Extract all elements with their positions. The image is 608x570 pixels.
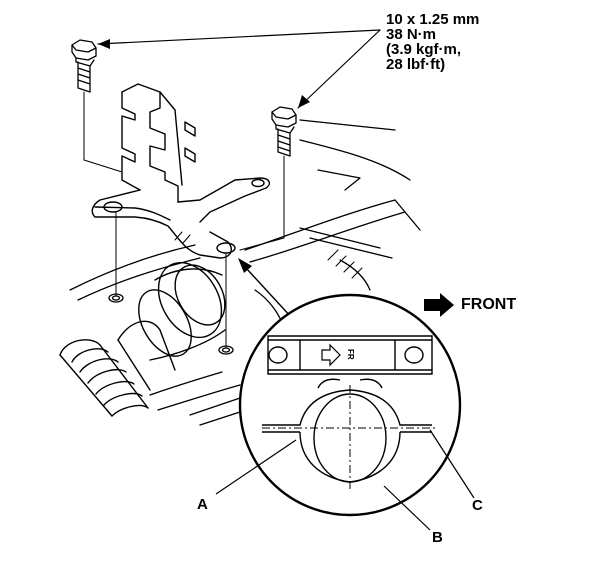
callout-a: A: [197, 496, 208, 513]
torque-spec: 10 x 1.25 mm 38 N·m (3.9 kgf·m, 28 lbf·f…: [386, 12, 479, 72]
bolt-right: [271, 106, 297, 157]
bolt-left: [71, 39, 97, 93]
front-label: FRONT: [461, 296, 517, 313]
front-arrow-icon: [424, 293, 454, 317]
torque-spec-nm: 38 N·m: [386, 26, 437, 43]
spec-arrowhead-left: [98, 39, 110, 49]
torque-spec-size: 10 x 1.25 mm: [386, 11, 480, 28]
torque-spec-lbfft: 28 lbf·ft): [386, 56, 446, 73]
fr-arrow-icon: [321, 343, 341, 367]
detail-shaft-section: [262, 378, 438, 490]
detail-bracket-plate: [267, 335, 433, 375]
callout-leaders: [215, 429, 475, 531]
spec-arrowhead-right: [298, 95, 310, 108]
spec-leader-lines: [97, 29, 381, 109]
subframe-hatching: [174, 231, 363, 279]
detail-pointer-arrow: [238, 258, 293, 319]
drive-shaft: [59, 261, 226, 417]
callout-c: C: [472, 497, 483, 514]
bracket-fr-marking: FR: [346, 349, 355, 360]
detail-view: FR: [215, 293, 475, 531]
install-lines: [83, 91, 285, 349]
bracket: [91, 83, 271, 259]
callout-b: B: [432, 529, 443, 546]
torque-spec-kgfm: (3.9 kgf·m,: [386, 41, 462, 58]
